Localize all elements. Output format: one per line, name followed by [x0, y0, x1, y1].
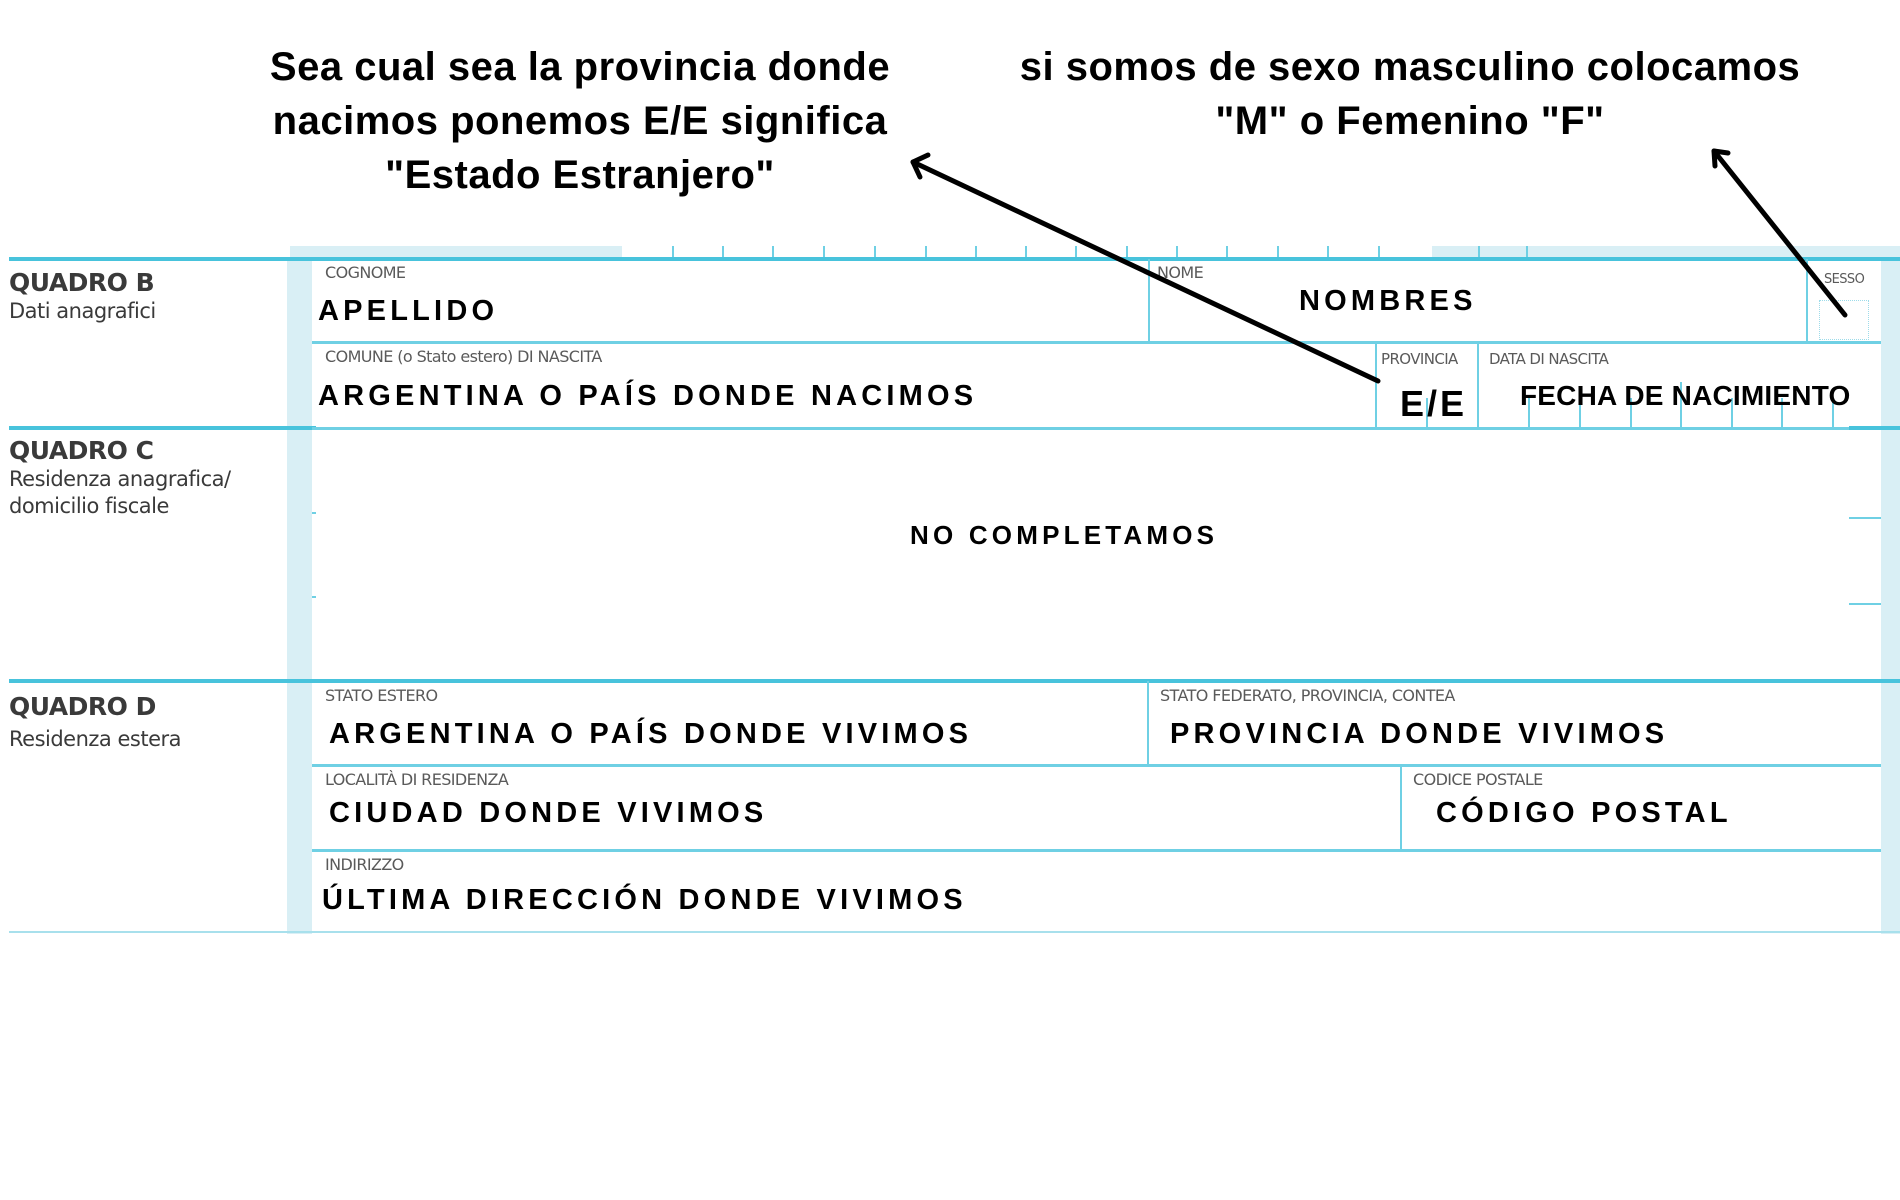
quadro-d-subtitle: Residenza estera [9, 727, 182, 751]
data-divider [1477, 343, 1479, 429]
quadro-b-title: QUADRO B [9, 268, 155, 297]
quadro-b-top-rule [9, 257, 1900, 261]
quadro-b-row2-rule [312, 427, 1850, 430]
stato-federato-label: STATO FEDERATO, PROVINCIA, CONTEA [1160, 686, 1455, 705]
quadro-c-left-tick [312, 596, 316, 598]
data-nascita-field[interactable]: FECHA DE NACIMIENTO [1520, 380, 1851, 411]
quadro-b-heading: QUADRO B Dati anagrafici [9, 268, 156, 325]
right-margin-band [1881, 258, 1900, 934]
comune-field[interactable]: ARGENTINA O PAÍS DONDE NACIMOS [318, 380, 978, 412]
quadro-c-left-tick [312, 512, 316, 514]
sex-annotation-line-2: "M" o Femenino "F" [1215, 99, 1605, 143]
province-annotation-line-2: nacimos ponemos E/E significa [272, 99, 888, 143]
quadro-c-subtitle-2: domicilio fiscale [9, 494, 169, 518]
quadro-d-heading: QUADRO D Residenza estera [9, 692, 182, 753]
province-annotation-line-3: "Estado Estranjero" [385, 153, 775, 197]
quadro-d-row1-rule [312, 764, 1881, 767]
quadro-d-bottom-rule [9, 931, 1900, 933]
sex-annotation-line-1: si somos de sexo masculino colocamos [1019, 45, 1801, 89]
nome-label: NOME [1157, 263, 1204, 282]
quadro-c-side-tick [1849, 517, 1881, 519]
provincia-label: PROVINCIA [1381, 350, 1458, 368]
quadro-d-title: QUADRO D [9, 692, 156, 721]
codice-postale-label: CODICE POSTALE [1413, 770, 1543, 789]
codice-postale-divider [1400, 766, 1402, 850]
indirizzo-field[interactable]: ÚLTIMA DIRECCIÓN DONDE VIVIMOS [322, 884, 967, 916]
province-annotation-line-1: Sea cual sea la provincia donde [269, 45, 891, 89]
stato-federato-field[interactable]: PROVINCIA DONDE VIVIMOS [1170, 718, 1669, 750]
quadro-b-row1-rule [312, 341, 1881, 344]
sesso-label: SESSO [1824, 272, 1865, 287]
arrow-icon-provincia [910, 152, 1381, 384]
sesso-divider [1806, 259, 1808, 343]
sesso-field[interactable] [1819, 300, 1869, 340]
indirizzo-label: INDIRIZZO [325, 855, 404, 874]
quadro-c-top-rule [9, 426, 316, 430]
localita-field[interactable]: CIUDAD DONDE VIVIMOS [329, 797, 768, 829]
stato-federato-divider [1147, 681, 1149, 766]
quadro-d-row2-rule [312, 849, 1881, 852]
localita-label: LOCALITÀ DI RESIDENZA [325, 770, 509, 789]
sex-annotation: si somos de sexo masculino colocamos "M"… [990, 40, 1830, 148]
data-nascita-label: DATA DI NASCITA [1489, 350, 1609, 368]
quadro-b-subtitle: Dati anagrafici [9, 299, 156, 323]
nome-field[interactable]: NOMBRES [1299, 285, 1477, 317]
quadro-c-heading: QUADRO C Residenza anagrafica/ domicilio… [9, 436, 231, 520]
province-annotation: Sea cual sea la provincia donde nacimos … [230, 40, 930, 202]
stato-estero-label: STATO ESTERO [325, 686, 438, 705]
provincia-divider [1375, 343, 1377, 429]
provincia-tick [1426, 398, 1428, 428]
quadro-c-note: NO COMPLETAMOS [910, 520, 1219, 550]
codice-postale-field[interactable]: CÓDIGO POSTAL [1436, 797, 1732, 829]
quadro-c-title: QUADRO C [9, 436, 154, 465]
quadro-c-subtitle-1: Residenza anagrafica/ [9, 467, 231, 491]
quadro-d-top-rule [9, 679, 1900, 683]
provincia-field[interactable]: E/E [1400, 383, 1468, 424]
nome-divider [1148, 259, 1150, 343]
quadro-c-side-tick [1849, 603, 1881, 605]
arrow-icon-sesso [1711, 148, 1848, 318]
comune-label: COMUNE (o Stato estero) DI NASCITA [325, 347, 602, 366]
stato-estero-field[interactable]: ARGENTINA O PAÍS DONDE VIVIMOS [329, 718, 973, 750]
quadro-c-right-rule [1849, 426, 1900, 430]
cognome-label: COGNOME [325, 263, 406, 282]
cognome-field[interactable]: APELLIDO [318, 295, 499, 327]
top-strip-left [290, 246, 622, 260]
left-margin-band [287, 258, 312, 934]
